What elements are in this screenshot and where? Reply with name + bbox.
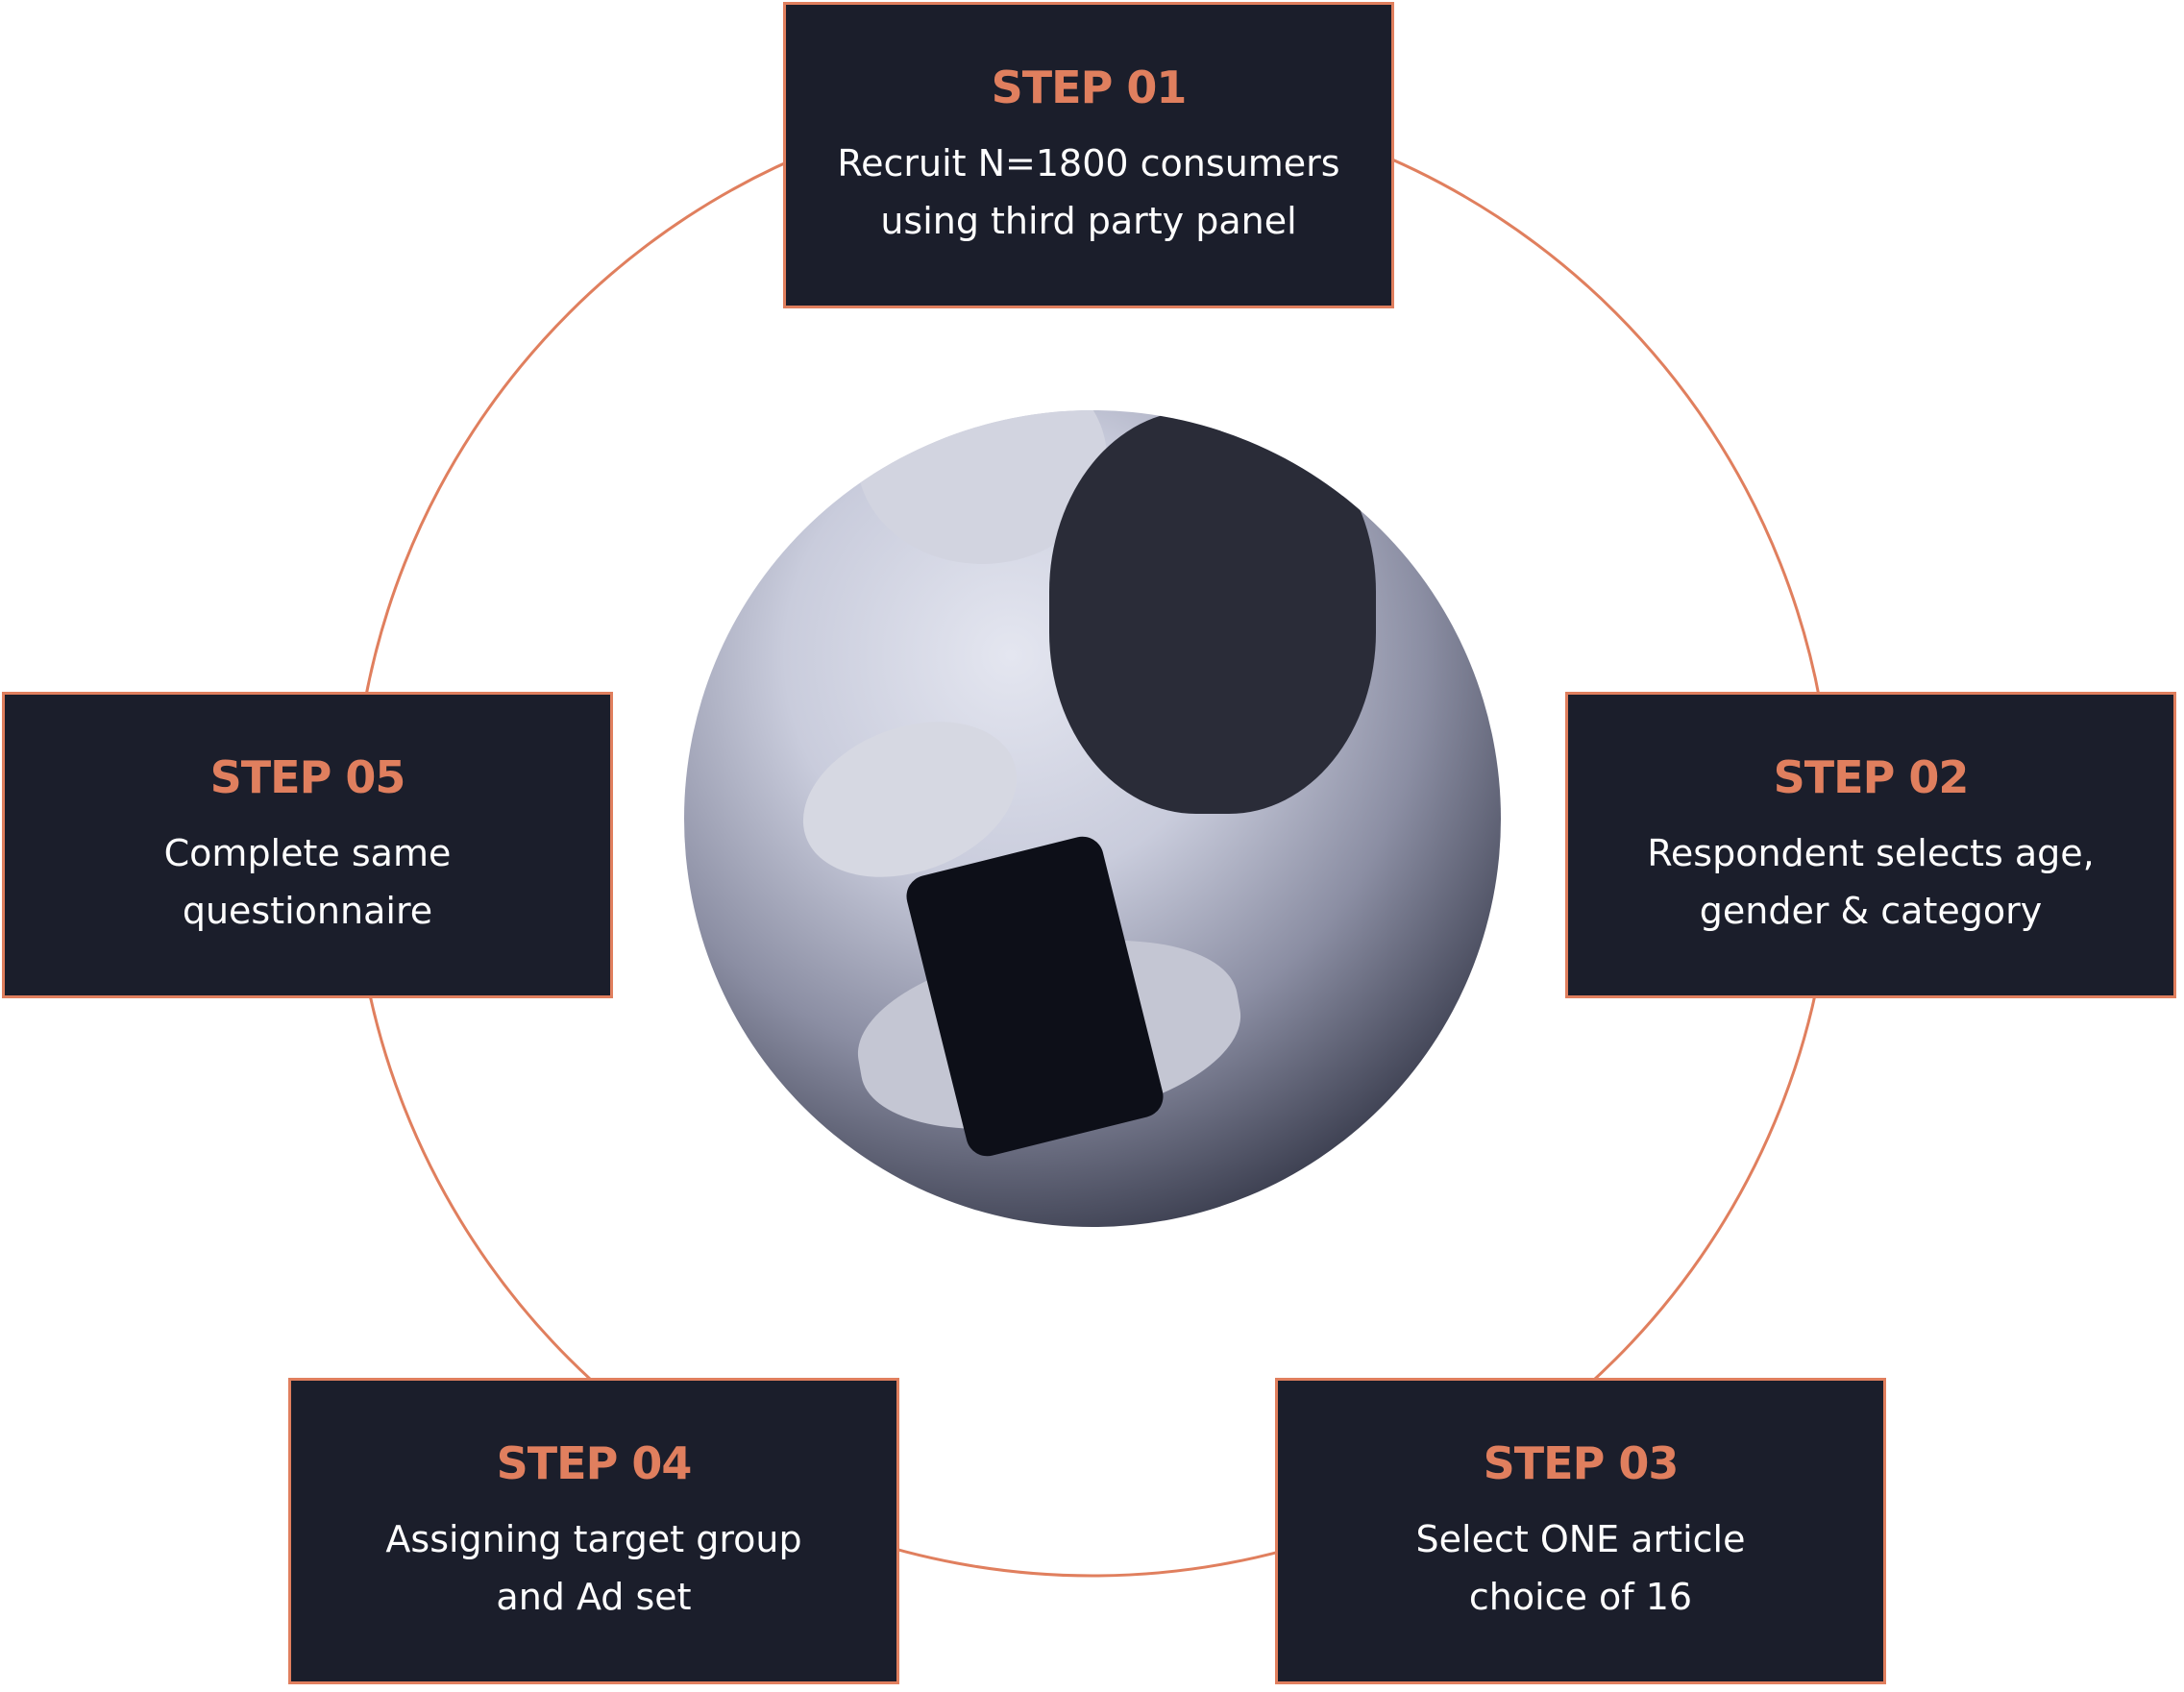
step-title: STEP 03: [1483, 1436, 1680, 1489]
step-description: Complete same questionnaire: [163, 831, 452, 932]
step-title: STEP 04: [496, 1436, 693, 1489]
step-05-box: STEP 05 Complete same questionnaire: [2, 692, 613, 998]
step-02-box: STEP 02 Respondent selects age, gender &…: [1565, 692, 2176, 998]
center-photo: [684, 410, 1501, 1227]
step-title: STEP 02: [1773, 750, 1970, 803]
step-description: Recruit N=1800 consumers using third par…: [837, 141, 1340, 242]
step-description: Select ONE article choice of 16: [1415, 1517, 1746, 1618]
step-description: Respondent selects age, gender & categor…: [1647, 831, 2095, 932]
photo-hair: [1049, 410, 1376, 814]
step-title: STEP 05: [209, 750, 406, 803]
step-03-box: STEP 03 Select ONE article choice of 16: [1275, 1378, 1886, 1684]
step-title: STEP 01: [991, 61, 1188, 113]
step-description: Assigning target group and Ad set: [385, 1517, 802, 1618]
step-01-box: STEP 01 Recruit N=1800 consumers using t…: [783, 2, 1394, 308]
step-04-box: STEP 04 Assigning target group and Ad se…: [288, 1378, 899, 1684]
